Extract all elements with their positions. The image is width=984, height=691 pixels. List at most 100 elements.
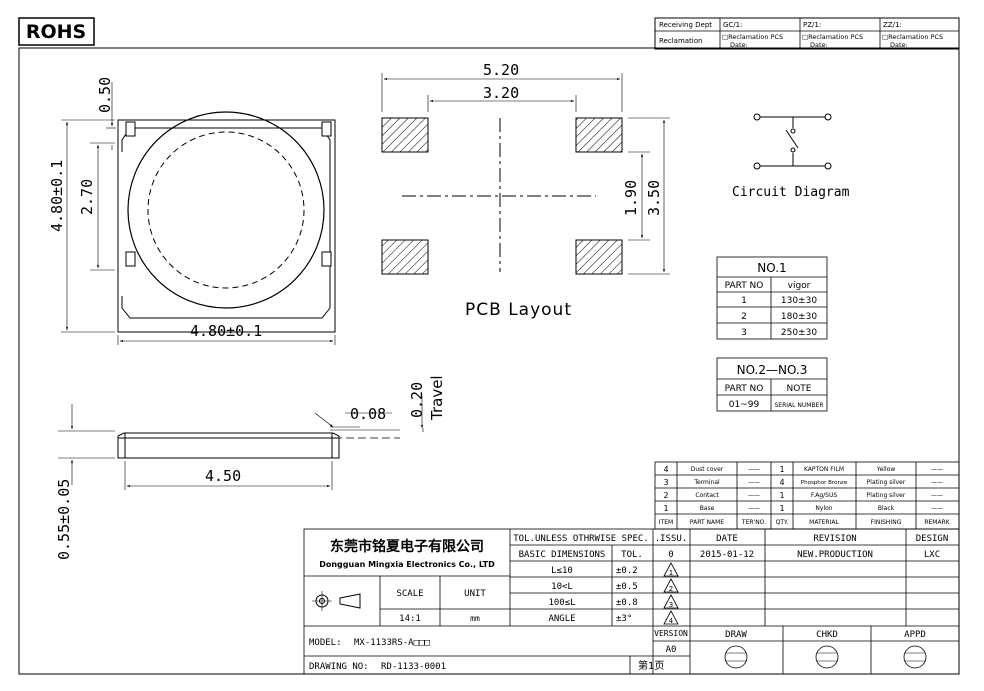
appd-stamp-icon: [903, 645, 927, 669]
rev-desc: NEW.PRODUCTION: [797, 550, 873, 560]
table-no2-header-partno: PART NO: [725, 384, 764, 394]
appd-label: APPD: [904, 630, 926, 640]
bom-cell: 3: [663, 478, 668, 487]
design-header: DESIGN: [916, 534, 949, 544]
bom-header: QTY.: [776, 519, 789, 526]
bom-cell: ——: [931, 479, 943, 486]
tol-row-dim: 100≤L: [548, 598, 575, 608]
table-no1-header-vigor: vigor: [788, 281, 811, 291]
dim-top-width: 4.80±0.1: [190, 322, 262, 340]
recl-pcs-zz: □Reclamation PCS: [882, 33, 943, 41]
tol-row-value: ±3°: [616, 614, 632, 624]
bom-header: FINISHING: [871, 519, 902, 526]
recl-pcs-pz: □Reclamation PCS: [802, 33, 863, 41]
bom-cell: ——: [931, 505, 943, 512]
bom-cell: ——: [931, 466, 943, 473]
scale-value: 14:1: [399, 614, 421, 624]
bom-cell: 2: [663, 491, 668, 500]
table-no1-cell: 1: [741, 296, 747, 306]
table-no2-cell: 01~99: [729, 400, 760, 410]
bom-cell: ——: [748, 479, 760, 486]
draw-label: DRAW: [725, 630, 747, 640]
travel-label: Travel: [428, 375, 446, 421]
projection-symbol-icon: [312, 591, 361, 611]
tol-row-value: ±0.5: [616, 582, 638, 592]
company-name-en: Dongguan Mingxia Electronics Co., LTD: [319, 560, 495, 569]
bom-table: [654, 461, 960, 530]
dim-055: 0.55±0.05: [55, 479, 73, 560]
company-name-cn: 东莞市铭夏电子有限公司: [330, 538, 484, 555]
bom-header: MATERIAL: [809, 519, 839, 526]
bom-cell: ——: [931, 492, 943, 499]
tol-row-value: ±0.8: [616, 598, 638, 608]
circuit-diagram: [753, 113, 832, 170]
dim-190: 1.90: [622, 180, 640, 216]
bom-cell: Yellow: [876, 466, 896, 473]
bom-cell: Plating silver: [867, 479, 906, 486]
bom-cell: KAPTON FILM: [804, 466, 844, 473]
unit-value: mm: [470, 614, 480, 623]
chkd-label: CHKD: [816, 630, 838, 640]
rev-design: LXC: [924, 550, 940, 560]
bom-cell: 1: [779, 491, 784, 500]
dim-320: 3.20: [483, 84, 519, 102]
bom-cell: Base: [700, 505, 715, 512]
pcb-layout: [381, 73, 670, 275]
dim-050: 0.50: [96, 77, 114, 113]
triangle-label: 1: [669, 569, 673, 577]
bom-header: REMARK: [924, 519, 950, 526]
version-label: VERSION: [654, 629, 688, 638]
pz-label: PZ/1:: [803, 21, 821, 29]
tol-row-value: ±0.2: [616, 566, 638, 576]
title-block: [303, 528, 960, 675]
gc-label: GC/1:: [723, 21, 742, 29]
rohs-badge: ROHS: [18, 17, 95, 46]
table-no1-header-partno: PART NO: [725, 281, 764, 291]
table-no2: [716, 357, 828, 412]
version-value: A0: [666, 645, 677, 655]
table-no2-cell: SERIAL NUMBER: [774, 402, 823, 409]
bom-cell: F.Ag/SUS: [811, 492, 838, 499]
tol-row-dim: L≤10: [551, 566, 573, 576]
bom-cell: 4: [663, 465, 668, 474]
bom-cell: Contact: [695, 492, 719, 499]
dim-top-height: 4.80±0.1: [48, 160, 66, 232]
table-no1-cell: 3: [741, 328, 747, 338]
approval-stamps: [724, 645, 927, 669]
pcb-layout-label: PCB Layout: [465, 300, 572, 320]
bom-cell: Nylon: [815, 505, 832, 512]
bom-cell: Phosphor Bronze: [801, 480, 848, 486]
dim-270: 2.70: [78, 179, 96, 215]
bom-cell: 4: [779, 478, 784, 487]
date-pz: Date:: [810, 41, 828, 49]
bom-cell: ——: [748, 492, 760, 499]
table-no1: [716, 256, 828, 340]
rohs-label: ROHS: [26, 21, 86, 43]
tol-header: TOL.UNLESS OTHRWISE SPEC.: [513, 534, 648, 544]
tol-row-dim: ANGLE: [548, 614, 575, 624]
reclamation-label: Reclamation: [659, 37, 702, 45]
tol-label: TOL.: [621, 550, 643, 560]
bom-cell: Terminal: [693, 479, 720, 486]
tol-row-dim: 10<L: [551, 582, 573, 592]
drawing-border: [18, 47, 960, 675]
bom-cell: ——: [748, 505, 760, 512]
rev-issu: 0: [668, 550, 673, 560]
bom-header: TER'NO.: [741, 519, 766, 526]
scale-label: SCALE: [396, 589, 423, 599]
model-value: MX-1133RS-A□□□: [354, 638, 430, 648]
recl-pcs-gc: □Reclamation PCS: [722, 33, 783, 41]
side-view: [58, 396, 424, 490]
table-no1-cell: 130±30: [781, 296, 817, 306]
date-gc: Date:: [730, 41, 748, 49]
table-no1-cell: 180±30: [781, 312, 817, 322]
unit-label: UNIT: [464, 589, 486, 599]
circuit-diagram-label: Circuit Diagram: [732, 185, 850, 200]
bom-cell: ——: [748, 466, 760, 473]
chkd-stamp-icon: [815, 645, 839, 669]
table-no2-title: NO.2—NO.3: [737, 363, 808, 377]
table-no2-header-note: NOTE: [786, 384, 811, 394]
receiving-dept-label: Receiving Dept: [659, 21, 712, 29]
dim-350: 3.50: [645, 180, 663, 216]
bom-header: PART NAME: [690, 519, 724, 526]
